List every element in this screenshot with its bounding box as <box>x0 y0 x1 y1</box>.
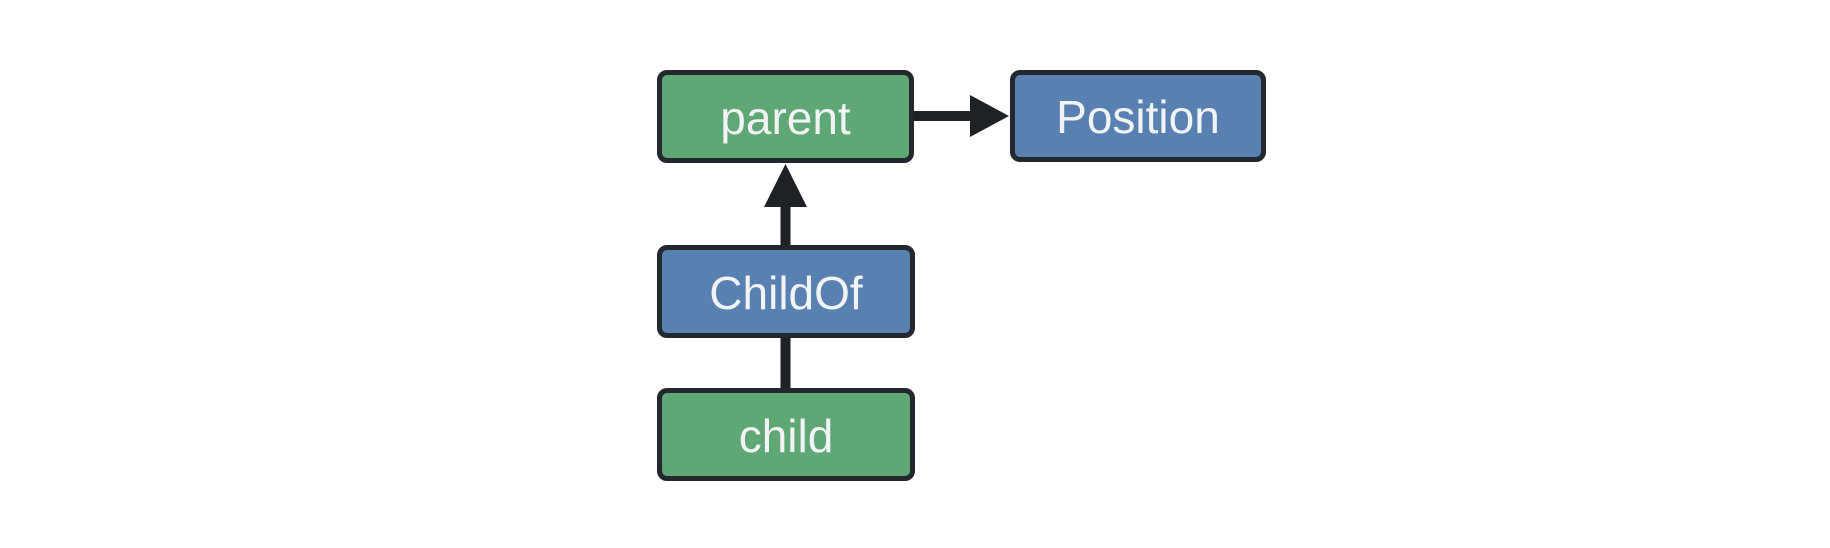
arrow-shaft <box>908 111 972 121</box>
node-parent-label: parent <box>720 91 851 144</box>
arrowhead-up-icon <box>764 164 807 207</box>
arrow-parent-to-position <box>908 95 1009 137</box>
node-position-label: Position <box>1056 91 1220 143</box>
node-childof-label: ChildOf <box>709 266 863 319</box>
arrow-shaft <box>780 204 791 247</box>
node-childof: ChildOf <box>657 245 915 338</box>
node-child-label: child <box>738 409 834 462</box>
node-parent: parent <box>657 70 914 163</box>
node-child: child <box>657 388 915 481</box>
arrowhead-right-icon <box>970 95 1009 137</box>
connector-line <box>780 334 791 390</box>
arrow-childof-to-parent <box>764 164 807 247</box>
node-position: Position <box>1010 70 1266 162</box>
connector-child-to-childof <box>780 334 791 390</box>
